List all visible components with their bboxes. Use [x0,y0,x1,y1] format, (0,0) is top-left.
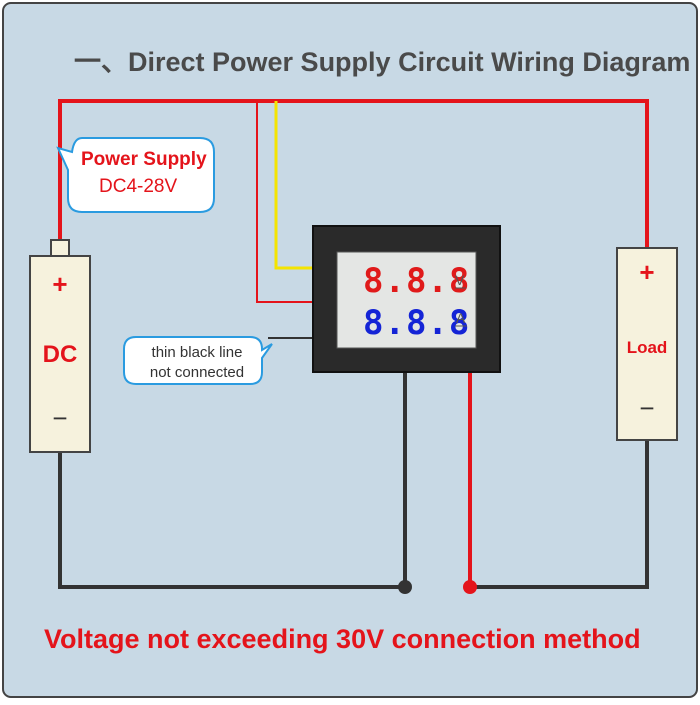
current-readout: 8.8.8 [363,303,470,343]
load-label: Load [627,338,668,357]
note-callout [123,336,273,385]
voltage-readout: 8.8.8 [363,261,470,301]
battery-plus-sign: + [52,269,67,299]
power-supply-spec: DC4-28V [99,176,177,197]
diagram-title: 一、Direct Power Supply Circuit Wiring Dia… [74,47,690,77]
note-line-1: thin black line [152,344,243,361]
meter-display [336,251,477,349]
junction-dot-red [463,580,477,594]
current-unit: A [456,310,466,326]
meter-yellow-thin-wire [274,101,316,270]
negative-return-wire [58,370,407,589]
battery-terminal [50,239,70,257]
footer-caption: Voltage not exceeding 30V connection met… [44,624,641,654]
battery-minus-sign: − [52,403,67,433]
battery-dc [29,255,91,453]
voltage-unit: V [455,272,465,288]
load-negative-wire [470,440,649,589]
load-plus-sign: + [639,257,654,287]
meter-red-thin-wire [256,101,316,303]
load-minus-sign: − [639,393,654,423]
junction-dot-black [398,580,412,594]
positive-main-wire [58,99,649,248]
power-supply-title: Power Supply [81,149,207,170]
note-line-2: not connected [150,364,244,381]
battery-dc-label: DC [43,341,78,368]
power-supply-callout [56,137,215,213]
load-box [616,247,678,441]
